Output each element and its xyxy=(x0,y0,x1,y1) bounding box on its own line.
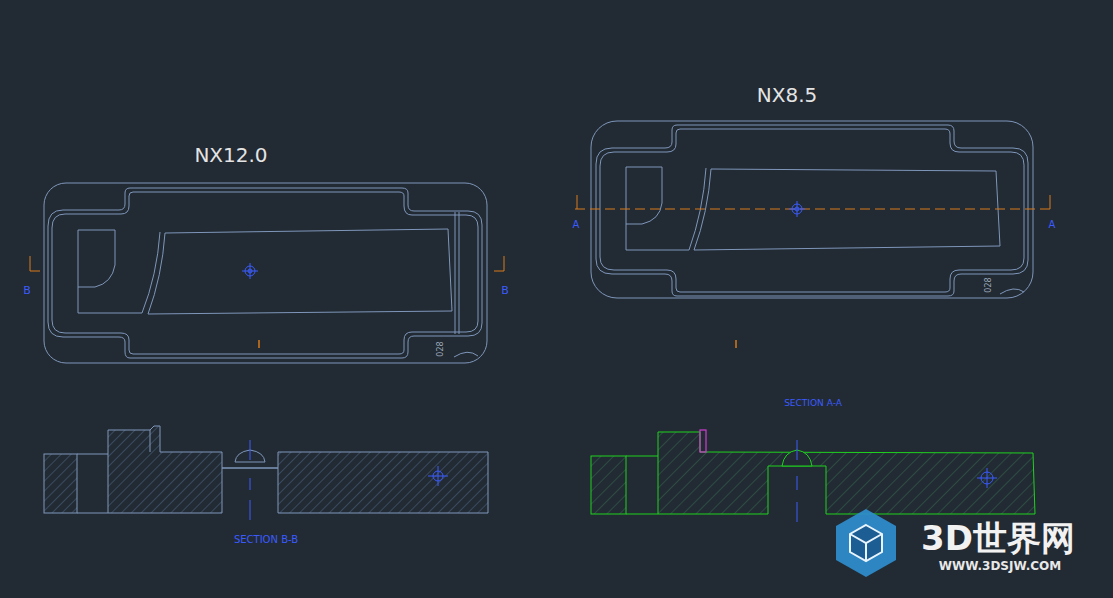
hatched-section xyxy=(591,456,626,514)
center-line xyxy=(987,468,988,488)
part-number: 028 xyxy=(437,341,445,356)
center-line xyxy=(250,263,251,279)
section-arrows xyxy=(30,256,504,271)
corner-mark xyxy=(1000,289,1024,294)
cavity-edge xyxy=(78,230,142,313)
section-mark xyxy=(1050,195,1051,209)
center-line xyxy=(250,478,251,490)
hatched-section xyxy=(44,454,77,513)
origin-tick xyxy=(735,340,737,348)
section-view-left xyxy=(44,426,488,513)
edge-line xyxy=(77,454,108,513)
center-line xyxy=(797,502,798,522)
part-outline xyxy=(44,183,487,363)
cavity-edge xyxy=(142,232,160,313)
logo-cube-edge xyxy=(850,534,882,561)
edge-line xyxy=(626,456,658,514)
center-line xyxy=(797,440,798,460)
origin-tick xyxy=(258,340,260,348)
center-line xyxy=(438,466,439,486)
section-mark xyxy=(30,256,40,271)
marker-block xyxy=(700,430,706,452)
top-view-left xyxy=(44,183,487,363)
center-line xyxy=(797,201,798,217)
corner-mark xyxy=(454,352,478,357)
center-mark xyxy=(789,201,805,217)
section-arrows xyxy=(577,195,1050,209)
watermark: 3D世界网 xyxy=(921,521,1075,555)
section-mark xyxy=(494,256,504,271)
logo-cube xyxy=(850,525,882,561)
wall-line xyxy=(455,212,456,334)
center-line xyxy=(250,500,251,520)
watermark: WWW.3DSJW.COM xyxy=(939,560,1061,572)
cavity-edge xyxy=(626,167,662,224)
wall-line xyxy=(459,212,460,334)
section-mark xyxy=(577,195,578,209)
view-title: NX8.5 xyxy=(757,85,817,105)
edge-line xyxy=(150,430,151,452)
center-mark xyxy=(250,440,448,520)
part-number: 028 xyxy=(985,277,993,292)
section-line xyxy=(575,209,1050,210)
section-letter: B xyxy=(501,285,509,296)
section-letter: B xyxy=(23,285,31,296)
section-title: SECTION A-A xyxy=(784,399,842,408)
center-line xyxy=(797,476,798,490)
section-letter: A xyxy=(573,220,580,230)
pocket-outline xyxy=(48,188,482,358)
section-title: SECTION B-B xyxy=(234,535,298,545)
logo-hexagon xyxy=(836,509,896,577)
center-line xyxy=(250,440,251,460)
cavity-edge xyxy=(148,229,452,314)
section-letter: A xyxy=(1049,220,1056,230)
cavity-edge xyxy=(78,230,115,287)
pocket-outline xyxy=(600,129,1024,292)
hatched-section xyxy=(108,426,488,513)
center-mark xyxy=(797,440,997,522)
pocket-outline xyxy=(596,125,1028,296)
cavity-edge xyxy=(148,233,165,314)
hatched-section xyxy=(658,432,1035,514)
center-mark xyxy=(242,263,258,279)
section-view-right xyxy=(591,432,1035,514)
watermark-logo xyxy=(836,509,896,577)
pocket-outline xyxy=(52,192,478,354)
view-title: NX12.0 xyxy=(194,145,267,165)
